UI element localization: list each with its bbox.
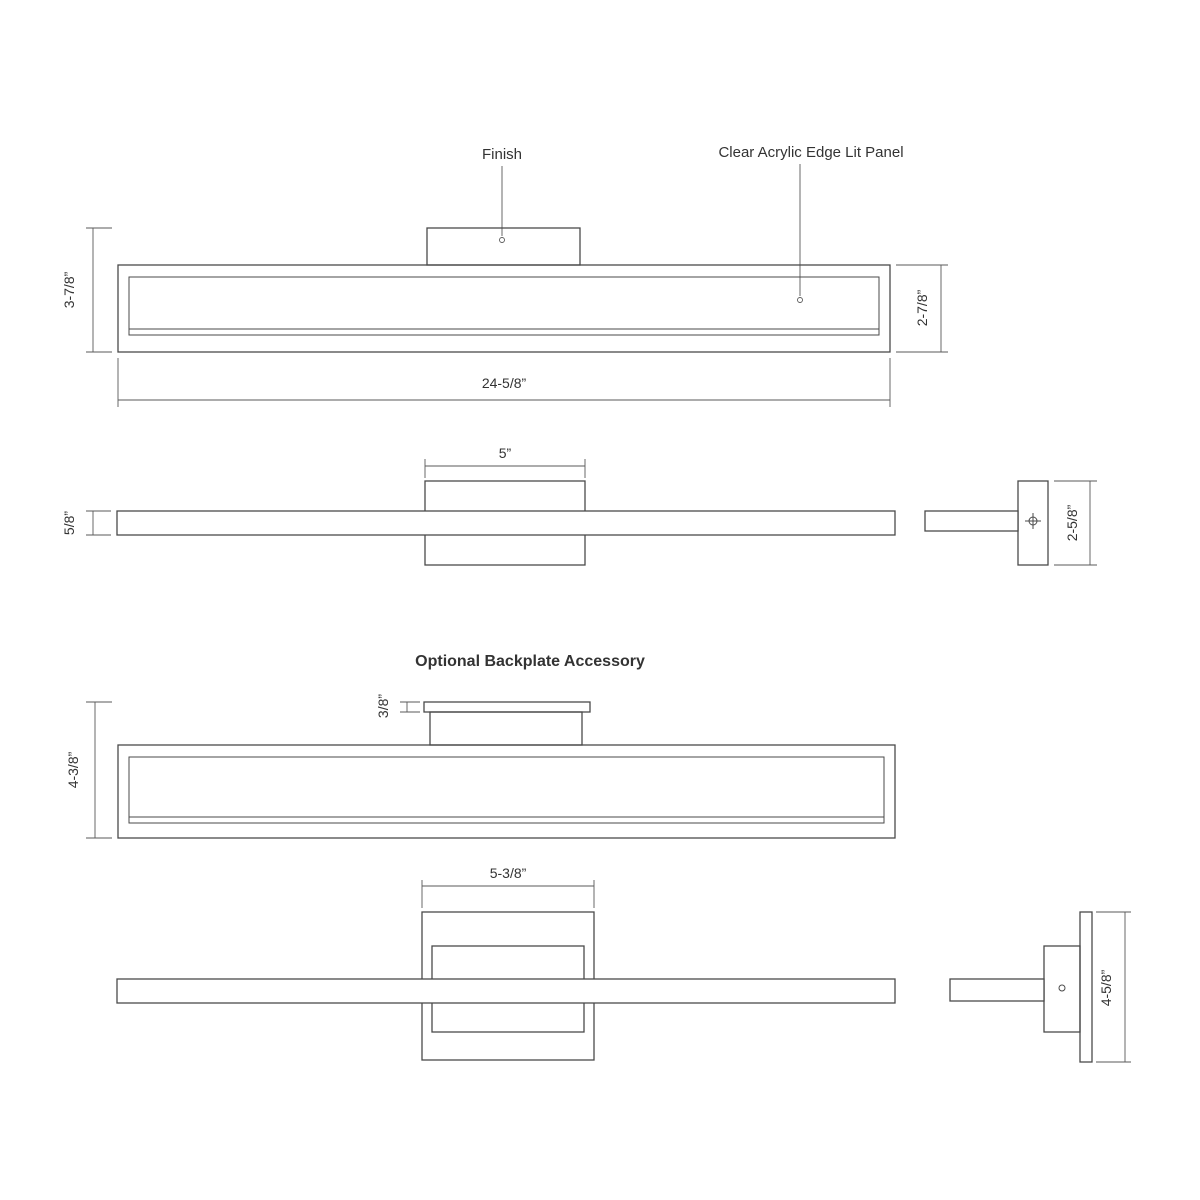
dim-canopy-width: 5” xyxy=(499,445,512,461)
plan-view-accessory: 5-3/8” 4-5/8” xyxy=(116,865,1131,1063)
screw-symbol xyxy=(1025,513,1041,529)
dim-bar-depth-group: 5/8” xyxy=(61,510,111,536)
dim-body-height: 2-7/8” xyxy=(914,289,930,326)
finish-leader-dot xyxy=(499,237,505,243)
dim-overall-height-group: 3-7/8” xyxy=(61,227,112,353)
backplate-edge-outline xyxy=(423,701,591,713)
bar-plan-outline xyxy=(116,510,896,536)
side-view-standard: 2-5/8” xyxy=(924,480,1097,566)
dim-accessory-overall-height-group: 4-3/8” xyxy=(65,701,112,839)
dim-backplate-thickness: 3/8” xyxy=(375,694,391,718)
side-bar-outline xyxy=(924,510,1019,532)
front-view-accessory: 3/8” 4-3/8” xyxy=(65,694,896,839)
dim-accessory-overall-height: 4-3/8” xyxy=(65,751,81,788)
fixture-outline xyxy=(117,264,891,353)
screw-hole-icon xyxy=(1058,984,1066,992)
dim-overall-height: 3-7/8” xyxy=(61,271,77,308)
dim-overall-width-group: 24-5/8” xyxy=(117,358,891,407)
accessory-canopy-outline xyxy=(429,711,583,746)
dim-backplate-width-group: 5-3/8” xyxy=(421,865,595,908)
accessory-bar-plan-outline xyxy=(116,978,896,1004)
side-backplate-outline xyxy=(1079,911,1093,1063)
canopy-outline xyxy=(426,227,581,266)
finish-label: Finish xyxy=(482,146,522,163)
dim-backplate-thickness-group: 3/8” xyxy=(375,694,420,718)
acrylic-panel-leader-dot xyxy=(797,297,803,303)
dim-backplate-width: 5-3/8” xyxy=(490,865,527,881)
panel-outline xyxy=(128,276,880,336)
plan-view-standard: 5” 5/8” 2-5/8” xyxy=(61,445,1097,566)
side-accessory-bar-outline xyxy=(949,978,1045,1002)
dim-overall-width: 24-5/8” xyxy=(482,375,527,391)
dim-canopy-side-height: 2-5/8” xyxy=(1064,504,1080,541)
accessory-panel-outline xyxy=(128,756,885,824)
dim-canopy-width-group: 5” xyxy=(424,445,586,478)
side-view-accessory: 4-5/8” xyxy=(949,911,1131,1063)
front-view-standard: Finish Clear Acrylic Edge Lit Panel 3-7/… xyxy=(61,144,948,407)
side-accessory-canopy-outline xyxy=(1043,945,1081,1033)
dim-body-height-group: 2-7/8” xyxy=(896,264,948,353)
dim-bar-depth: 5/8” xyxy=(61,511,77,535)
dim-backplate-side-height: 4-5/8” xyxy=(1098,969,1114,1006)
acrylic-panel-label: Clear Acrylic Edge Lit Panel xyxy=(718,144,903,161)
section-title: Optional Backplate Accessory xyxy=(415,653,645,670)
accessory-fixture-outline xyxy=(117,744,896,839)
